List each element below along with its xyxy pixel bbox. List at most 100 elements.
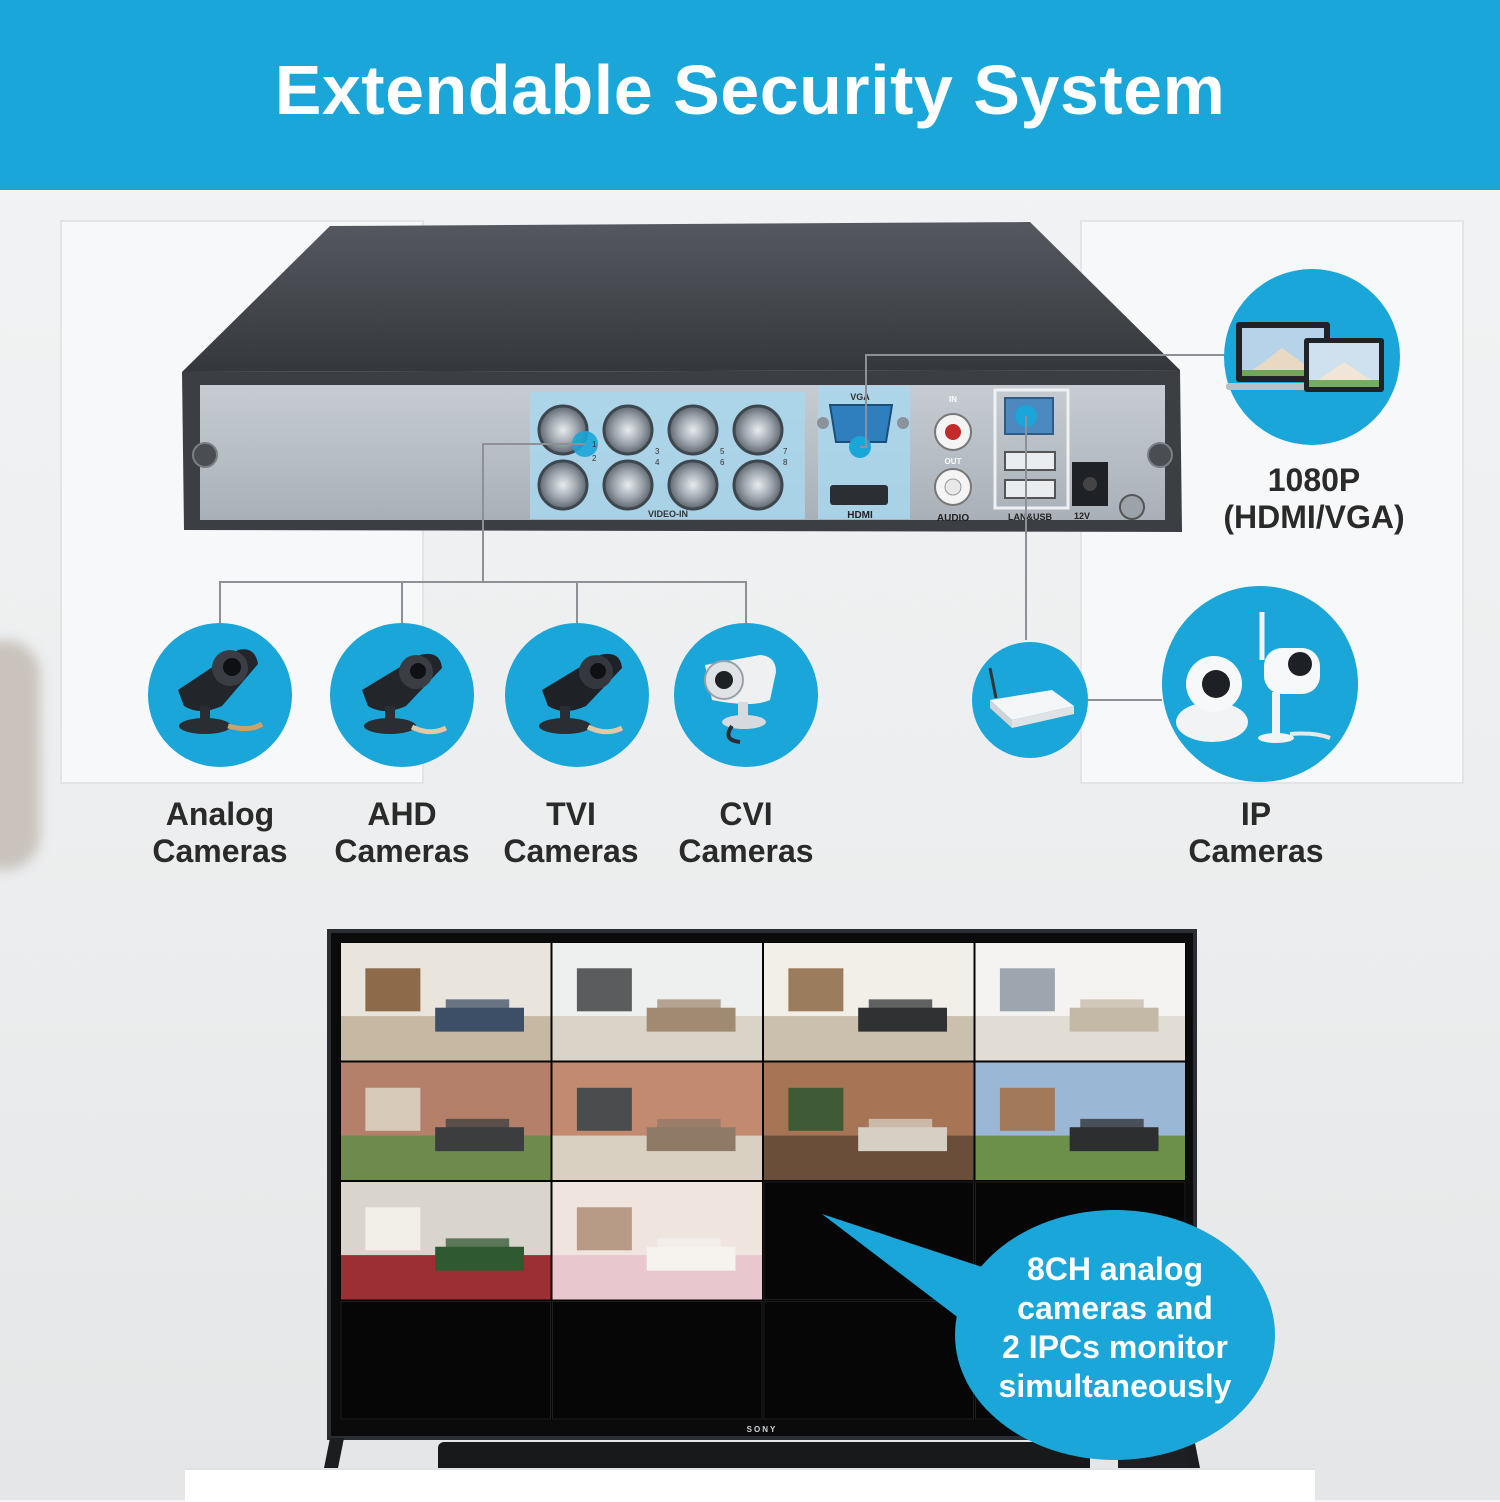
- camera-feed-nursery: [552, 1182, 762, 1300]
- callout-tail: [822, 1214, 985, 1338]
- feed-furniture: [646, 1007, 736, 1032]
- router-body: [990, 690, 1074, 720]
- callout-line: cameras and: [1017, 1290, 1213, 1326]
- ip-cable: [1289, 731, 1331, 740]
- camera-feed-patio-sofa: [552, 1062, 762, 1180]
- channel-number: 6: [720, 458, 725, 467]
- callout-bubble: [955, 1210, 1275, 1460]
- display-output-label: 1080P (HDMI/VGA): [1196, 462, 1432, 536]
- laptop-monitor-icon: [1224, 269, 1400, 445]
- router-front: [1012, 706, 1074, 728]
- vga-label: VGA: [850, 392, 870, 402]
- camera-analog: [148, 623, 292, 767]
- camera-noun: Cameras: [1188, 833, 1324, 869]
- vga-port[interactable]: [828, 404, 894, 443]
- dome-base: [1176, 702, 1248, 742]
- display-interfaces: (HDMI/VGA): [1223, 499, 1405, 535]
- channel-number: 1: [592, 440, 597, 449]
- screw-icon: [192, 442, 218, 468]
- bnc-port-5[interactable]: [667, 404, 719, 456]
- power-jack: [1083, 477, 1097, 491]
- bnc-port-2[interactable]: [537, 459, 589, 511]
- audio-in-jack: [945, 424, 961, 440]
- tv-stand: [185, 1468, 1315, 1502]
- empty-channel-screen: [340, 1301, 551, 1420]
- page-title: Extendable Security System: [274, 51, 1226, 129]
- display-resolution: 1080P: [1267, 462, 1361, 498]
- camera-noun: Cameras: [503, 833, 639, 869]
- camera-feed-child-christmas: [341, 1182, 551, 1300]
- background-decor: [0, 640, 40, 870]
- power-label: 12V: [1074, 511, 1090, 521]
- hdmi-port[interactable]: [830, 485, 888, 505]
- ip-mount-base: [1258, 733, 1294, 743]
- feed-window: [365, 1087, 421, 1131]
- feed-furniture: [435, 1127, 525, 1152]
- ip-mount: [1272, 692, 1280, 736]
- bnc-port-3[interactable]: [602, 404, 654, 456]
- bnc-port-6[interactable]: [667, 459, 719, 511]
- feed-furniture-back: [657, 1118, 721, 1129]
- dvr-recorder: 1 2 3 4 5 6 7 8 VIDEO-IN VGA HDMI IN OUT…: [182, 222, 1182, 532]
- camera-type: IP: [1240, 796, 1272, 832]
- title-banner: Extendable Security System: [0, 0, 1500, 190]
- feed-furniture-back: [445, 1118, 510, 1129]
- bullet-camera-icon: [539, 653, 624, 735]
- feed-furniture-back: [868, 999, 933, 1009]
- feed-furniture: [1069, 1127, 1159, 1152]
- ip-camera-icon: [1162, 586, 1358, 782]
- feed-furniture-back: [1080, 1118, 1144, 1129]
- feed-furniture-back: [657, 1238, 721, 1248]
- feed-furniture: [435, 1007, 525, 1032]
- house-shape: [1250, 348, 1315, 372]
- vga-screw: [897, 417, 909, 429]
- feed-furniture-back: [445, 999, 510, 1009]
- feed-window: [999, 968, 1055, 1012]
- feed-window: [576, 968, 632, 1012]
- dome-lens: [1202, 670, 1230, 698]
- feed-window: [788, 968, 844, 1012]
- camera-feed-living-room: [341, 943, 551, 1061]
- channel-number: 2: [592, 454, 597, 463]
- feed-furniture-back: [657, 999, 721, 1009]
- empty-channel-screen: [552, 1301, 763, 1420]
- hdmi-label: HDMI: [847, 510, 873, 521]
- channel-number: 8: [783, 458, 788, 467]
- feed-window: [576, 1207, 632, 1251]
- lawn-shape: [1309, 380, 1379, 387]
- camera-cvi: [674, 623, 818, 767]
- camera-feed-bedroom: [975, 943, 1185, 1061]
- connector-lines: [219, 354, 1230, 701]
- camera-ahd: [330, 623, 474, 767]
- television: SONY: [322, 929, 1202, 1478]
- line-camera-bus: [219, 581, 747, 625]
- audio-in-label: IN: [949, 395, 957, 404]
- camera-label-ahd: AHD Cameras: [302, 796, 502, 870]
- camera-feed-open-plan-living: [552, 943, 762, 1061]
- bullet-camera-icon: [704, 655, 776, 744]
- camera-label-analog: Analog Cameras: [120, 796, 320, 870]
- channel-number: 3: [655, 447, 660, 456]
- line-vga-monitor: [860, 354, 1230, 448]
- line-video-in: [482, 443, 585, 582]
- camera-type: CVI: [719, 796, 773, 832]
- usb-port[interactable]: [1004, 479, 1056, 499]
- router-side: [990, 700, 1012, 728]
- vga-screw: [817, 417, 829, 429]
- empty-channel-screen: [763, 1301, 974, 1420]
- feed-furniture-back: [868, 1118, 933, 1129]
- feed-furniture: [646, 1127, 736, 1152]
- camera-noun: Cameras: [152, 833, 288, 869]
- router-antenna: [988, 667, 998, 699]
- callout-line: 8CH analog: [1026, 1251, 1204, 1287]
- empty-channel: [552, 1301, 763, 1420]
- camera-feed-kitchen: [764, 943, 974, 1061]
- feed-furniture: [858, 1127, 948, 1152]
- usb-port[interactable]: [1004, 451, 1056, 471]
- bnc-port-7[interactable]: [732, 404, 784, 456]
- bnc-port-4[interactable]: [602, 459, 654, 511]
- camera-tvi: [505, 623, 649, 767]
- bnc-port-8[interactable]: [732, 459, 784, 511]
- channel-number: 5: [720, 447, 725, 456]
